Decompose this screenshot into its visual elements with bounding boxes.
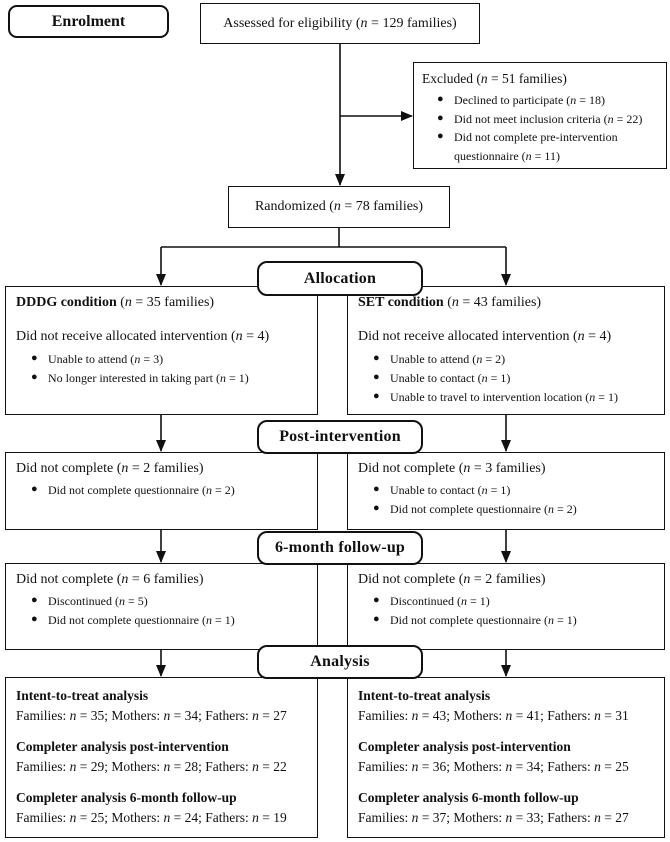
randomized-text: Randomized (n = 78 families) (254, 199, 424, 214)
followup-left-box: Did not complete (n = 6 families) ● Disc… (5, 563, 318, 650)
bullet-dot-icon: ● (373, 501, 380, 514)
set-not-received-subtitle: Did not receive allocated intervention (… (358, 328, 612, 344)
followup-left-bullet-list: ● Discontinued (n = 5) ● Did not complet… (16, 592, 307, 630)
bullet-dot-icon: ● (373, 593, 380, 606)
post-intervention-section-label: Post-intervention (257, 420, 423, 454)
analysis-group: Intent-to-treat analysis Families: n = 4… (358, 688, 629, 723)
excluded-title: Excluded (n = 51 families) (422, 71, 567, 86)
post-intervention-left-box: Did not complete (n = 2 families) ● Did … (5, 452, 318, 530)
list-item: ● Declined to participate (n = 18) (422, 91, 658, 110)
bullet-dot-icon: ● (437, 111, 444, 124)
post-left-title: Did not complete (n = 2 families) (16, 461, 204, 476)
list-item: ● Unable to travel to intervention locat… (358, 388, 654, 407)
list-item: ● Discontinued (n = 5) (16, 592, 307, 611)
bullet-dot-icon: ● (373, 612, 380, 625)
excluded-bullet-list: ● Declined to participate (n = 18) ● Did… (422, 91, 658, 167)
bullet-dot-icon: ● (373, 389, 380, 402)
bullet-dot-icon: ● (373, 351, 380, 364)
list-item: ● No longer interested in taking part (n… (16, 369, 307, 388)
bullet-dot-icon: ● (31, 370, 38, 383)
dddg-condition-title: DDDG condition (n = 35 families) (16, 295, 215, 310)
post-right-title: Did not complete (n = 3 families) (358, 461, 546, 476)
list-item: ● Did not complete questionnaire (n = 2) (16, 481, 307, 500)
enrolment-text: Enrolment (51, 12, 126, 30)
analysis-group: Completer analysis 6-month follow-up Fam… (358, 790, 629, 825)
list-item: ● Did not complete pre-intervention ques… (422, 128, 658, 166)
set-condition-title: SET condition (n = 43 families) (358, 295, 542, 310)
followup-right-bullet-list: ● Discontinued (n = 1) ● Did not complet… (358, 592, 654, 630)
analysis-section-label: Analysis (257, 645, 423, 679)
bullet-dot-icon: ● (437, 130, 444, 143)
analysis-group: Completer analysis post-intervention Fam… (358, 739, 629, 774)
analysis-group: Completer analysis post-intervention Fam… (16, 739, 287, 774)
list-item: ● Discontinued (n = 1) (358, 592, 654, 611)
followup-right-title: Did not complete (n = 2 families) (358, 572, 546, 587)
list-item: ● Did not complete questionnaire (n = 1) (16, 611, 307, 630)
enrolment-stage-label: Enrolment (8, 5, 169, 38)
set-condition-box: SET condition (n = 43 families) Did not … (347, 286, 665, 415)
assessed-text: Assessed for eligibility (n = 129 famili… (223, 15, 457, 31)
followup-section-label: 6-month follow-up (257, 531, 423, 565)
list-item: ● Unable to attend (n = 2) (358, 350, 654, 369)
dddg-bullet-list: ● Unable to attend (n = 3) ● No longer i… (16, 350, 307, 388)
excluded-box: Excluded (n = 51 families) ● Declined to… (413, 62, 667, 169)
post-intervention-right-box: Did not complete (n = 3 families) ● Unab… (347, 452, 665, 530)
bullet-dot-icon: ● (373, 370, 380, 383)
post-right-bullet-list: ● Unable to contact (n = 1) ● Did not co… (358, 481, 654, 519)
followup-left-title: Did not complete (n = 6 families) (16, 572, 204, 587)
allocation-section-label: Allocation (257, 261, 423, 296)
post-left-bullet-list: ● Did not complete questionnaire (n = 2) (16, 481, 307, 500)
dddg-not-received-subtitle: Did not receive allocated intervention (… (16, 328, 270, 344)
set-bullet-list: ● Unable to attend (n = 2) ● Unable to c… (358, 350, 654, 407)
bullet-dot-icon: ● (437, 92, 444, 105)
list-item: ● Did not complete questionnaire (n = 2) (358, 500, 654, 519)
list-item: ● Did not complete questionnaire (n = 1) (358, 611, 654, 630)
dddg-condition-box: DDDG condition (n = 35 families) Did not… (5, 286, 318, 415)
analysis-right-box: Intent-to-treat analysis Families: n = 4… (347, 677, 665, 838)
analysis-group: Intent-to-treat analysis Families: n = 3… (16, 688, 287, 723)
list-item: ● Unable to contact (n = 1) (358, 481, 654, 500)
bullet-dot-icon: ● (31, 482, 38, 495)
assessed-eligibility-box: Assessed for eligibility (n = 129 famili… (200, 3, 480, 44)
bullet-dot-icon: ● (31, 351, 38, 364)
randomized-box: Randomized (n = 78 families) (228, 186, 450, 228)
bullet-dot-icon: ● (31, 612, 38, 625)
analysis-group: Completer analysis 6-month follow-up Fam… (16, 790, 287, 825)
list-item: ● Did not meet inclusion criteria (n = 2… (422, 110, 658, 129)
list-item: ● Unable to contact (n = 1) (358, 369, 654, 388)
list-item: ● Unable to attend (n = 3) (16, 350, 307, 369)
bullet-dot-icon: ● (373, 482, 380, 495)
bullet-dot-icon: ● (31, 593, 38, 606)
analysis-left-box: Intent-to-treat analysis Families: n = 3… (5, 677, 318, 838)
followup-right-box: Did not complete (n = 2 families) ● Disc… (347, 563, 665, 650)
